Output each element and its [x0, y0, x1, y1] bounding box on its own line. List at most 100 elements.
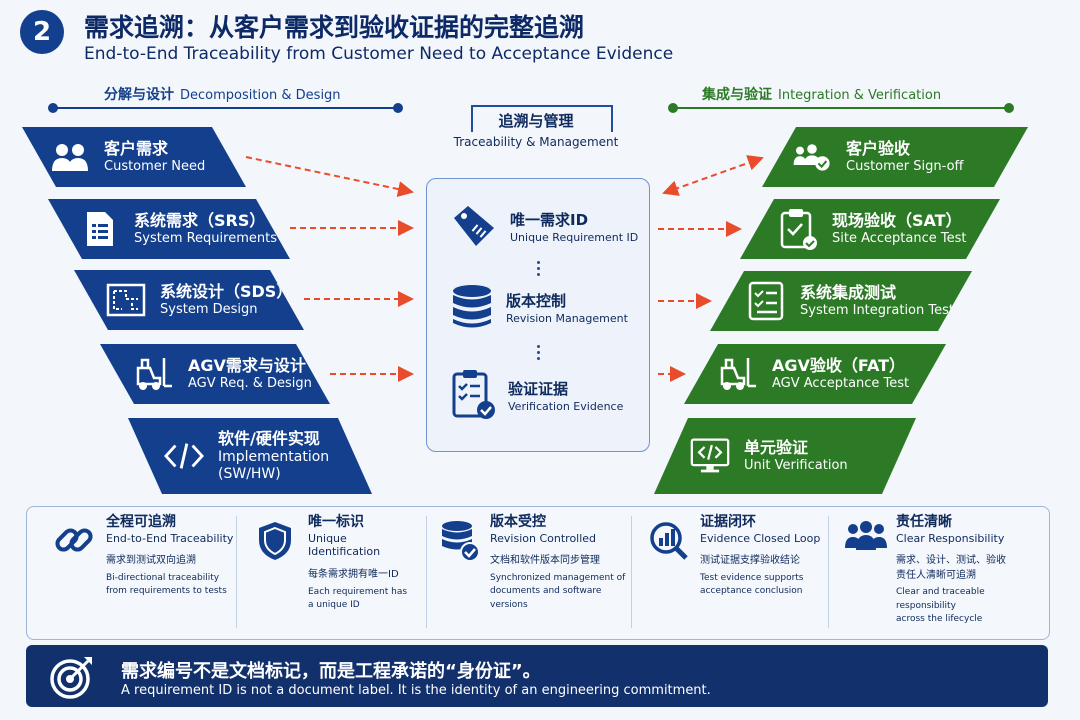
feature-title-en: Revision Controlled	[490, 531, 597, 545]
feature-traceability: 全程可追溯 End-to-End Traceability 需求到测试双向追溯 …	[54, 514, 234, 632]
right-section-title: 集成与验证 Integration & Verification	[702, 84, 941, 104]
team-icon	[844, 520, 887, 560]
center-item-label-en: Verification Evidence	[508, 399, 624, 413]
center-item-label-en: Unique Requirement ID	[510, 230, 639, 244]
feature-evidence-loop: 证据闭环 Evidence Closed Loop 测试证据支撑验收结论 Tes…	[648, 514, 826, 632]
right-rule-dot-start	[668, 103, 678, 113]
feature-desc-en: Test evidence supports	[700, 572, 804, 583]
feature-unique-id: 唯一标识 Unique Identification 每条需求拥有唯一ID Ea…	[256, 514, 422, 632]
feature-title-en: Unique Identification	[308, 531, 381, 559]
left-item-label-en: Customer Need	[104, 158, 206, 174]
feature-title-en: Evidence Closed Loop	[700, 531, 821, 545]
blueprint-icon	[106, 280, 146, 320]
tag-icon	[450, 204, 498, 252]
database-icon	[450, 284, 494, 334]
forklift-icon	[718, 354, 758, 394]
feature-desc-en: a unique ID	[308, 600, 360, 610]
footer-banner: 需求编号不是文档标记，而是工程承诺的“身份证”。 A requirement I…	[26, 645, 1048, 707]
right-rule-dot-end	[1004, 103, 1014, 113]
left-item-label-zh: AGV需求与设计	[188, 355, 306, 375]
center-bracket	[471, 105, 613, 132]
feature-desc-en: Each requirement has	[308, 586, 408, 597]
right-item-site-acceptance: 现场验收（SAT）Site Acceptance Test	[740, 199, 1000, 259]
left-section-title-zh: 分解与设计	[104, 87, 174, 103]
right-section-title-zh: 集成与验证	[702, 87, 772, 103]
center-item-label-zh: 验证证据	[508, 380, 569, 399]
feature-desc-en: from requirements to tests	[106, 586, 227, 597]
feature-desc-en: across the lifecycle	[896, 614, 983, 625]
document-icon	[80, 209, 120, 249]
target-icon	[48, 653, 96, 701]
feature-divider	[828, 516, 829, 628]
page-title: 需求追溯：从客户需求到验收证据的完整追溯	[84, 13, 585, 42]
code-icon	[164, 436, 204, 476]
chart-search-icon	[648, 520, 688, 560]
feature-desc-en: Clear and traceable responsibility	[896, 587, 985, 611]
feature-desc-en: documents and software versions	[490, 586, 602, 610]
right-item-label-en: AGV Acceptance Test	[772, 375, 910, 391]
left-item-label-zh: 软件/硬件实现	[218, 428, 320, 448]
center-title-en: Traceability & Management	[453, 135, 619, 149]
right-item-label-en: System Integration Test	[800, 302, 954, 318]
footer-quote-zh: 需求编号不是文档标记，而是工程承诺的“身份证”。	[121, 661, 541, 682]
feature-desc-zh-2: 责任人清晰可追溯	[896, 569, 976, 581]
left-item-label-en: AGV Req. & Design	[188, 375, 312, 391]
monitor-code-icon	[690, 436, 730, 476]
feature-desc-zh: 文档和软件版本同步管理	[490, 555, 600, 567]
checklist-icon	[746, 281, 786, 321]
feature-title-zh: 证据闭环	[700, 514, 756, 530]
link-icon	[54, 520, 94, 560]
center-section-title: 追溯与管理 Traceability & Management	[446, 110, 626, 149]
feature-title-en: End-to-End Traceability	[106, 531, 234, 545]
users-icon	[50, 137, 90, 177]
feature-desc-en: Synchronized management of	[490, 572, 626, 583]
database-check-icon	[440, 520, 480, 562]
center-item-label-en: Revision Management	[506, 311, 628, 325]
left-item-label-en: Implementation	[218, 448, 330, 465]
feature-title-zh: 唯一标识	[308, 514, 364, 530]
team-check-icon	[792, 137, 832, 177]
right-item-label-en: Unit Verification	[744, 457, 848, 473]
page-subtitle: End-to-End Traceability from Customer Ne…	[84, 44, 674, 64]
forklift-icon	[134, 354, 174, 394]
right-item-label-zh: 单元验证	[744, 437, 809, 457]
right-item-label-zh: 现场验收（SAT）	[832, 210, 962, 230]
right-item-label-zh: 系统集成测试	[800, 282, 897, 302]
right-section-rule	[672, 107, 1010, 109]
feature-desc-zh: 需求、设计、测试、验收	[896, 555, 1006, 567]
right-item-label-zh: 客户验收	[846, 138, 911, 158]
right-item-label-en: Customer Sign-off	[846, 158, 964, 174]
section-number-badge: 2	[20, 10, 64, 54]
feature-responsibility: 责任清晰 Clear Responsibility 需求、设计、测试、验收 责任…	[844, 514, 1044, 632]
feature-revision: 版本受控 Revision Controlled 文档和软件版本同步管理 Syn…	[440, 514, 630, 632]
clipboard-check-icon	[450, 368, 496, 426]
clipboard-check-icon	[778, 209, 818, 249]
feature-title-zh: 版本受控	[490, 514, 546, 530]
left-rule-dot-start	[48, 103, 58, 113]
feature-desc-zh: 测试证据支撑验收结论	[700, 555, 800, 567]
feature-desc-zh: 每条需求拥有唯一ID	[308, 569, 399, 580]
feature-desc-en: Bi-directional traceability	[106, 572, 220, 583]
center-item-label-zh: 唯一需求ID	[510, 211, 589, 230]
footer-quote-en: A requirement ID is not a document label…	[121, 683, 711, 698]
left-item-label-zh: 系统设计（SDS）	[160, 281, 293, 301]
left-item-label-zh: 客户需求	[104, 138, 169, 158]
center-item-label-zh: 版本控制	[506, 292, 567, 311]
center-dots-1	[537, 258, 541, 279]
right-section-title-en: Integration & Verification	[778, 88, 942, 103]
feature-title-en: Clear Responsibility	[896, 531, 1005, 545]
feature-desc-zh: 需求到测试双向追溯	[106, 555, 196, 567]
left-section-title-en: Decomposition & Design	[180, 88, 341, 103]
center-title-zh: 追溯与管理	[498, 112, 574, 130]
left-item-system-requirements: 系统需求（SRS）System Requirements	[48, 199, 290, 259]
center-dots-2	[537, 342, 541, 363]
left-section-title: 分解与设计 Decomposition & Design	[104, 84, 341, 104]
left-item-label-en: System Design	[160, 301, 258, 317]
